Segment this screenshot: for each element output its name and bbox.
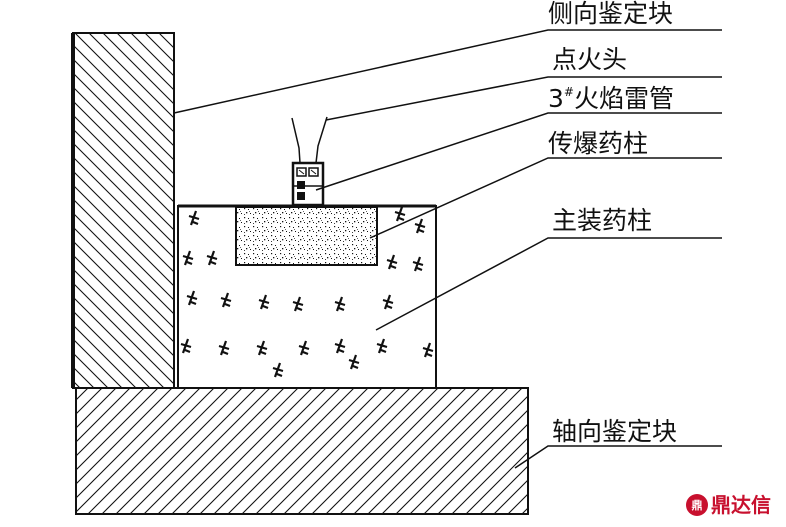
charge-mark <box>292 296 304 312</box>
charge-mark <box>220 292 232 308</box>
label-side-block: 侧向鉴定块 <box>548 0 673 28</box>
charge-mark <box>272 362 284 378</box>
booster-charge <box>235 206 378 266</box>
charge-mark <box>414 218 426 234</box>
charge-mark <box>412 256 424 272</box>
charge-mark <box>376 338 388 354</box>
label-detonator: 3#火焰雷管 <box>548 84 674 113</box>
watermark-logo-icon <box>686 494 708 516</box>
charge-mark <box>348 354 360 370</box>
charge-mark <box>298 340 310 356</box>
watermark-logo-glyph: 鼎 <box>692 499 703 512</box>
charge-mark <box>186 290 198 306</box>
charge-mark <box>256 340 268 356</box>
label-axial-block: 轴向鉴定块 <box>552 417 677 446</box>
watermark: 鼎 鼎达信 <box>686 493 771 517</box>
charge-mark <box>206 250 218 266</box>
charge-mark <box>218 340 230 356</box>
charge-mark <box>382 294 394 310</box>
charge-mark <box>258 294 270 310</box>
leader-lines <box>173 29 722 469</box>
charge-mark <box>182 250 194 266</box>
charge-mark <box>386 254 398 270</box>
watermark-text: 鼎达信 <box>711 493 771 517</box>
label-main-charge: 主装药柱 <box>552 206 652 235</box>
label-booster: 传爆药柱 <box>548 129 648 158</box>
charge-mark <box>394 206 406 222</box>
igniter-wires <box>291 116 328 164</box>
label-igniter: 点火头 <box>552 45 627 74</box>
axial-identification-block <box>75 387 529 515</box>
charge-mark <box>188 210 200 226</box>
side-identification-block <box>71 32 175 389</box>
charge-mark <box>334 296 346 312</box>
charge-mark <box>334 338 346 354</box>
charge-texture-marks <box>180 206 434 378</box>
charge-mark <box>422 342 434 358</box>
detonator <box>291 161 325 207</box>
charge-mark <box>180 338 192 354</box>
